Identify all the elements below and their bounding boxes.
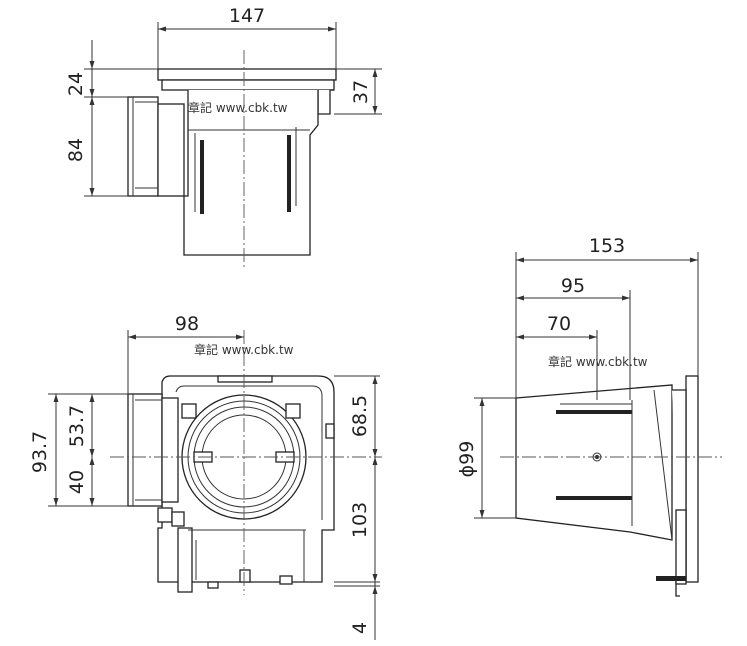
dim-98: 98: [127, 313, 244, 394]
dim-24-84: 24 84: [65, 40, 158, 197]
dim-95-label: 95: [561, 275, 585, 297]
watermark-side: 章記 www.cbk.tw: [548, 354, 648, 369]
dim-53-7-40: 53.7 40: [66, 394, 95, 506]
watermark-top: 章記 www.cbk.tw: [188, 100, 288, 115]
dim-93-7-label: 93.7: [29, 431, 51, 473]
dim-95: 95: [516, 275, 631, 400]
dim-153: 153: [515, 235, 699, 398]
dim-40-label: 40: [66, 470, 88, 494]
dim-24-label: 24: [65, 72, 87, 96]
top-view: 147 24 84 37 章記 www.cbk.tw: [65, 5, 382, 270]
dim-4-label: 4: [349, 622, 371, 634]
dim-53-7-label: 53.7: [66, 405, 88, 447]
dim-37: 37: [334, 68, 382, 115]
side-view: 153 95 70 ϕ99 章記 www.cbk.tw: [456, 235, 722, 597]
front-view: 98 93.7 53.7 40: [29, 313, 382, 640]
dim-68-5-103: 68.5 103 4: [334, 375, 380, 640]
front-view-outline: [127, 375, 335, 593]
top-view-outline: [127, 68, 337, 256]
dim-37-label: 37: [350, 80, 372, 104]
dim-70: 70: [516, 313, 598, 400]
dim-68-5-label: 68.5: [349, 395, 371, 437]
dim-98-label: 98: [175, 313, 199, 335]
dim-diameter-99: ϕ99: [456, 397, 516, 519]
side-view-outline: [515, 375, 699, 597]
dim-153-label: 153: [589, 235, 625, 257]
dim-103-label: 103: [349, 502, 371, 538]
dim-84-label: 84: [65, 138, 87, 162]
watermark-front: 章記 www.cbk.tw: [194, 342, 294, 357]
dim-147: 147: [157, 5, 337, 69]
dim-147-label: 147: [229, 5, 265, 27]
dim-diameter-label: ϕ99: [456, 441, 478, 478]
dim-93-7: 93.7: [29, 393, 128, 507]
dim-70-label: 70: [547, 313, 571, 335]
